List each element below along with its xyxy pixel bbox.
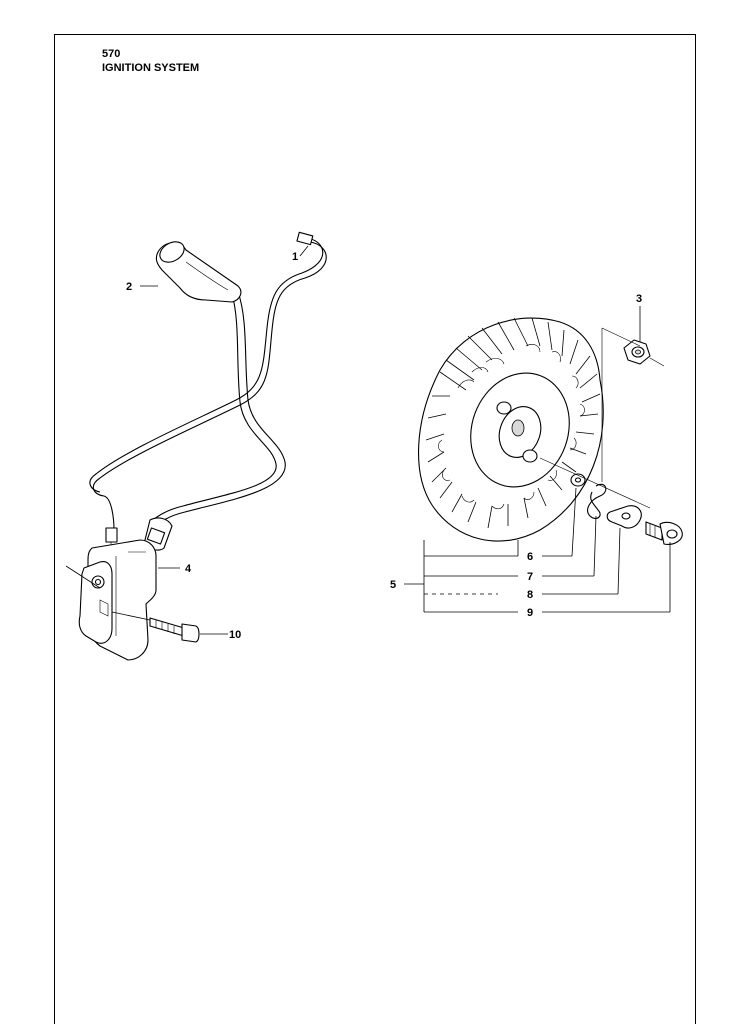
callout-4: 4	[185, 563, 192, 575]
screw-9	[645, 521, 683, 545]
nut-3	[623, 339, 651, 365]
spark-plug-boot	[155, 241, 242, 303]
callout-3: 3	[636, 293, 642, 305]
page-number: 570	[102, 48, 121, 60]
callout-10: 10	[229, 629, 241, 641]
callout-6: 6	[527, 551, 533, 563]
callout-2: 2	[126, 281, 132, 293]
leader-lines-left	[65, 245, 309, 635]
flywheel	[418, 317, 604, 542]
page-frame	[54, 34, 696, 1024]
bolt-10	[149, 617, 200, 643]
callout-9: 9	[527, 607, 533, 619]
ignition-cable	[89, 231, 327, 552]
leader-lines-right	[404, 306, 671, 613]
callout-1: 1	[292, 251, 298, 263]
page-title: IGNITION SYSTEM	[102, 62, 200, 74]
ignition-module	[78, 517, 173, 661]
spring-7	[587, 483, 607, 519]
pawl-8	[606, 505, 642, 529]
page-header: 570 IGNITION SYSTEM	[102, 47, 199, 75]
washer-6	[570, 473, 586, 487]
callout-labels: 1 2 3 4 5 6 7 8 9 10	[126, 251, 642, 641]
callout-8: 8	[527, 589, 533, 601]
callout-7: 7	[527, 571, 533, 583]
callout-5: 5	[390, 579, 396, 591]
